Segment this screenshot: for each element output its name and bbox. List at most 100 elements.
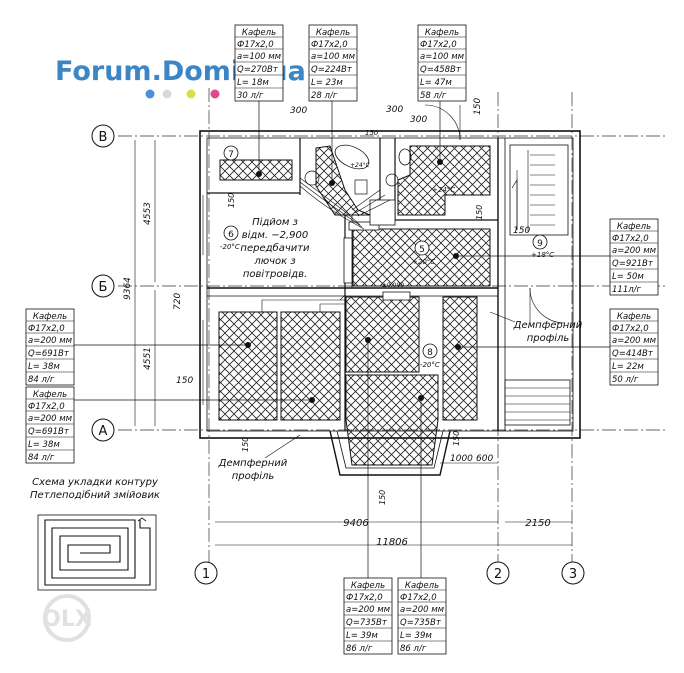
dim-720: 720: [173, 293, 183, 310]
dim-150-bottom-b: 150: [452, 431, 461, 446]
room-temp-5: +20°C: [412, 258, 435, 266]
dim-150-top: 150: [473, 98, 483, 115]
damper-label-left-2: профіль: [232, 470, 275, 482]
note-line-1: Підйом з: [252, 216, 298, 228]
spec-length: L= 22м: [612, 362, 644, 372]
spec-flow: 84 л/г: [28, 453, 55, 463]
leader-dots: [245, 159, 461, 403]
spec-power: Q=224Вт: [311, 65, 353, 75]
room-number-5: 5: [419, 245, 425, 255]
spec-pipe: Ф17x2,0: [612, 324, 649, 334]
spec-title: Кафель: [425, 28, 459, 38]
room-temp-9: +18°C: [531, 251, 554, 259]
watermark-dot: [210, 89, 220, 99]
axis-label-a: А: [99, 424, 108, 439]
room-number-7: 7: [228, 150, 234, 160]
manifolds: [343, 199, 411, 301]
dim-4551: 4551: [143, 347, 153, 370]
spec-flow: 50 л/г: [612, 375, 639, 385]
spec-title: Кафель: [33, 312, 67, 322]
spec-step: a=100 мм: [311, 52, 356, 62]
note-line-4: лючок з: [253, 256, 295, 267]
spec-flow: 58 л/г: [420, 91, 447, 101]
olx-logo-text: OLX: [42, 607, 92, 632]
spec-length: L= 38м: [28, 440, 60, 450]
scheme-title-2: Петлеподібний змійовик: [30, 489, 160, 501]
dim-9406: 9406: [343, 518, 368, 529]
spec-flow: 86 л/г: [346, 644, 373, 654]
room-number-6: 6: [228, 230, 234, 240]
dim-1000: 1000: [450, 454, 473, 464]
watermark-dot: [186, 89, 196, 99]
dim-150-stair-b: 150: [475, 205, 484, 220]
spec-title: Кафель: [617, 312, 651, 322]
heating-zone-6a: [218, 311, 278, 421]
dim-150-lower: 150: [176, 376, 193, 386]
watermark-dots: [145, 89, 220, 99]
damper-label-right-2: профіль: [527, 332, 570, 344]
spec-table: Кафель Ф17x2,0 a=200 мм Q=691Вт L= 38м 8…: [25, 386, 75, 464]
spec-step: a=200 мм: [612, 336, 657, 346]
damper-label-left: Демпферний: [218, 458, 288, 469]
dim-4553: 4553: [143, 202, 153, 225]
spec-table: Кафель Ф17x2,0 a=200 мм Q=735Вт L= 39м 8…: [343, 577, 393, 655]
spec-flow: 86 л/г: [400, 644, 427, 654]
axis-label-1: 1: [202, 567, 210, 582]
heating-zones: [218, 145, 491, 466]
watermark-dot: [162, 89, 172, 99]
spec-length: L= 18м: [237, 78, 269, 88]
spec-power: Q=921Вт: [612, 259, 654, 269]
spec-flow: 30 л/г: [237, 91, 264, 101]
dim-300-a: 300: [290, 106, 307, 116]
spec-table: Кафель Ф17x2,0 a=200 мм Q=414Вт L= 22м 5…: [609, 308, 659, 386]
room-temp-6: -20°C: [220, 243, 240, 251]
dim-150-stair: 150: [513, 226, 530, 236]
spec-step: a=200 мм: [28, 336, 73, 346]
spec-title: Кафель: [316, 28, 350, 38]
dim-150-bottom-c: 150: [378, 490, 387, 505]
spec-pipe: Ф17x2,0: [237, 40, 274, 50]
axis-label-2: 2: [494, 567, 502, 582]
spec-pipe: Ф17x2,0: [28, 324, 65, 334]
spec-table: Кафель Ф17x2,0 a=200 мм Q=735Вт L= 39м 8…: [397, 577, 447, 655]
spec-flow: 28 л/г: [311, 91, 338, 101]
spec-table: Кафель Ф17x2,0 a=100 мм Q=224Вт L= 23м 2…: [308, 24, 358, 102]
spec-step: a=200 мм: [28, 414, 73, 424]
note-line-2: відм. −2,900: [242, 229, 309, 241]
dim-11806: 11806: [376, 537, 408, 548]
room-markers: 7 6 -20°C 5 +20°C 9 +18°C 8 -20°C +24°C …: [220, 145, 554, 369]
spec-title: Кафель: [242, 28, 276, 38]
dimension-texts: 300 300 300 150 4553 4551 9364 720 150 1…: [123, 98, 551, 548]
spec-flow: 111л/г: [612, 285, 642, 295]
spec-pipe: Ф17x2,0: [311, 40, 348, 50]
spec-pipe: Ф17x2,0: [28, 402, 65, 412]
spec-power: Q=414Вт: [612, 349, 654, 359]
pipe-routes: [261, 177, 391, 312]
spec-pipe: Ф17x2,0: [612, 234, 649, 244]
axis-label-3: 3: [569, 567, 577, 582]
spec-title: Кафель: [405, 581, 439, 591]
spec-length: L= 39м: [346, 631, 378, 641]
heating-zone-hall: [315, 145, 371, 216]
spec-pipe: Ф17x2,0: [420, 40, 457, 50]
spec-length: L= 47м: [420, 78, 452, 88]
contour-scheme: Схема укладки контуру Петлеподібний змій…: [30, 477, 160, 591]
spec-length: L= 38м: [28, 362, 60, 372]
leader-lines: [74, 101, 610, 578]
heating-zone-7: [219, 159, 293, 181]
bath-temp: +24°C: [432, 186, 455, 194]
dim-150-bed: 150: [227, 193, 236, 208]
spec-step: a=100 мм: [237, 52, 282, 62]
spec-table: Кафель Ф17x2,0 a=100 мм Q=458Вт L= 47м 5…: [417, 24, 467, 102]
heating-zone-bath: [397, 145, 491, 216]
spec-title: Кафель: [351, 581, 385, 591]
spec-pipe: Ф17x2,0: [400, 593, 437, 603]
heating-zone-6b: [280, 311, 341, 421]
dim-600: 600: [476, 454, 493, 464]
spec-length: L= 23м: [311, 78, 343, 88]
watermark-dot: [145, 89, 155, 99]
spec-step: a=200 мм: [346, 605, 391, 615]
room-temp-8: -20°C: [420, 361, 440, 369]
spec-step: a=200 мм: [612, 246, 657, 256]
